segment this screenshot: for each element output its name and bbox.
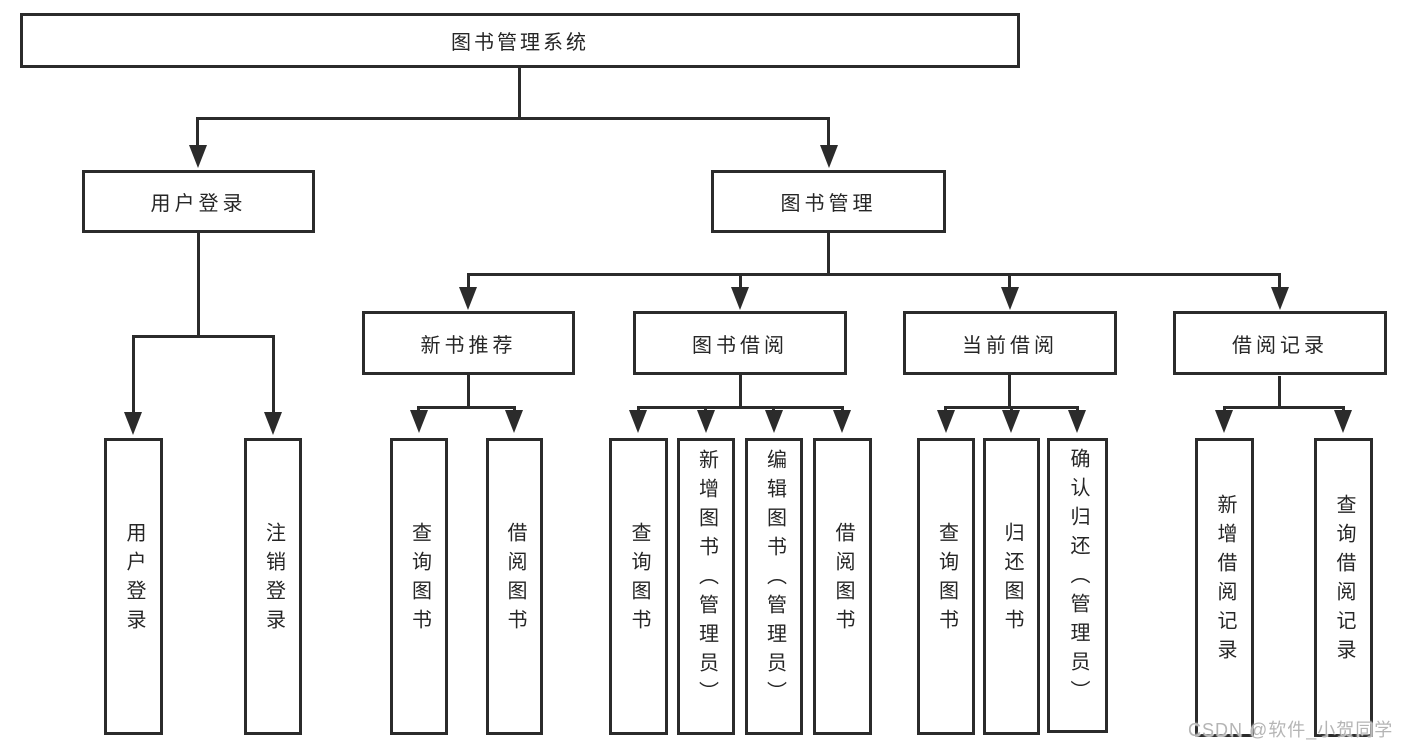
connector-line xyxy=(1076,406,1079,413)
node-label: 借阅记录 xyxy=(1232,334,1328,357)
node-label: 归还图书 xyxy=(1001,521,1023,638)
node-label: 新增图书（管理员） xyxy=(695,449,718,710)
arrow-down-icon xyxy=(629,410,647,433)
leaf-query-borrow-record: 查询借阅记录 xyxy=(1314,438,1373,737)
node-label: 查询图书 xyxy=(408,521,431,638)
connector-line xyxy=(417,406,420,413)
connector-line xyxy=(467,273,1281,276)
connector-line xyxy=(513,406,516,413)
leaf-query-books-recommend: 查询图书 xyxy=(390,438,448,735)
connector-line xyxy=(944,406,947,413)
node-label: 查询图书 xyxy=(935,521,958,638)
node-label: 确认归还（管理员） xyxy=(1067,448,1089,709)
leaf-confirm-return-admin: 确认归还（管理员） xyxy=(1047,438,1108,733)
connector-line xyxy=(841,406,844,413)
node-label: 注销登录 xyxy=(262,521,285,638)
node-label: 新增借阅记录 xyxy=(1214,493,1236,668)
arrow-down-icon xyxy=(459,287,477,310)
node-current-borrow: 当前借阅 xyxy=(903,311,1117,375)
connector-line xyxy=(637,406,844,409)
node-label: 查询借阅记录 xyxy=(1333,493,1355,668)
arrow-down-icon xyxy=(1271,287,1289,310)
connector-line xyxy=(1008,375,1011,409)
node-label: 借阅图书 xyxy=(504,521,526,638)
connector-line xyxy=(1278,273,1281,290)
connector-line xyxy=(132,335,275,338)
connector-line xyxy=(739,273,742,290)
connector-line xyxy=(196,117,830,120)
arrow-down-icon xyxy=(731,287,749,310)
connector-line xyxy=(827,233,830,276)
connector-line xyxy=(467,273,470,290)
connector-line xyxy=(1010,406,1013,413)
arrow-down-icon xyxy=(1001,287,1019,310)
arrow-down-icon xyxy=(1002,410,1020,433)
connector-line xyxy=(827,117,830,148)
node-label: 新书推荐 xyxy=(420,334,517,357)
arrow-down-icon xyxy=(1215,410,1233,433)
connector-line xyxy=(1008,273,1011,290)
arrow-down-icon xyxy=(765,410,783,433)
leaf-borrow-books-recommend: 借阅图书 xyxy=(486,438,543,735)
connector-line xyxy=(197,233,200,338)
node-borrow-records: 借阅记录 xyxy=(1173,311,1387,375)
connector-line xyxy=(704,406,707,413)
connector-line xyxy=(272,335,275,415)
connector-line xyxy=(772,406,775,413)
node-new-book-recommend: 新书推荐 xyxy=(362,311,575,375)
leaf-query-books-current: 查询图书 xyxy=(917,438,975,735)
arrow-down-icon xyxy=(264,412,282,435)
leaf-add-borrow-record: 新增借阅记录 xyxy=(1195,438,1254,737)
node-label: 编辑图书（管理员） xyxy=(763,449,786,710)
arrow-down-icon xyxy=(505,410,523,433)
node-root-system: 图书管理系统 xyxy=(20,13,1020,68)
leaf-logout: 注销登录 xyxy=(244,438,302,735)
connector-line xyxy=(132,335,135,415)
arrow-down-icon xyxy=(697,410,715,433)
connector-line xyxy=(637,406,640,413)
arrow-down-icon xyxy=(189,145,207,168)
arrow-down-icon xyxy=(124,412,142,435)
connector-line xyxy=(196,117,199,148)
node-user-login: 用户登录 xyxy=(82,170,315,233)
connector-line xyxy=(518,68,521,120)
node-label: 借阅图书 xyxy=(832,521,854,638)
node-label: 用户登录 xyxy=(123,521,145,638)
node-label: 图书借阅 xyxy=(692,334,788,357)
leaf-query-books-borrow: 查询图书 xyxy=(609,438,668,735)
leaf-edit-books-admin: 编辑图书（管理员） xyxy=(745,438,803,735)
arrow-down-icon xyxy=(1068,410,1086,433)
connector-line xyxy=(1342,406,1345,413)
node-label: 图书管理 xyxy=(780,193,877,215)
connector-line xyxy=(739,373,742,409)
arrow-down-icon xyxy=(1334,410,1352,433)
arrow-down-icon xyxy=(820,145,838,168)
node-book-borrow: 图书借阅 xyxy=(633,311,847,375)
node-label: 图书管理系统 xyxy=(451,32,589,54)
leaf-borrow-books: 借阅图书 xyxy=(813,438,872,735)
node-label: 当前借阅 xyxy=(962,334,1058,357)
csdn-watermark: CSDN @软件_小贺同学 xyxy=(1188,720,1394,740)
arrow-down-icon xyxy=(833,410,851,433)
leaf-user-login: 用户登录 xyxy=(104,438,163,735)
connector-line xyxy=(467,375,470,409)
node-label: 查询图书 xyxy=(628,521,650,638)
connector-line xyxy=(417,406,516,409)
node-label: 用户登录 xyxy=(150,193,247,215)
node-book-management: 图书管理 xyxy=(711,170,946,233)
arrow-down-icon xyxy=(937,410,955,433)
connector-line xyxy=(1223,406,1226,413)
connector-line xyxy=(1223,406,1345,409)
arrow-down-icon xyxy=(410,410,428,433)
leaf-return-books: 归还图书 xyxy=(983,438,1040,735)
connector-line xyxy=(1278,376,1281,409)
leaf-add-books-admin: 新增图书（管理员） xyxy=(677,438,735,735)
